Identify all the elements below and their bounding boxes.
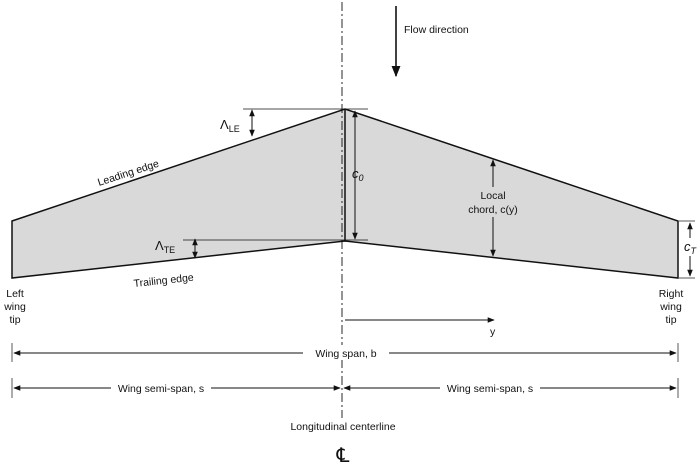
trailing-edge-label: Trailing edge	[133, 272, 194, 290]
left-semispan-label: Wing semi-span, s	[118, 383, 204, 395]
left-semispan-label-bg	[111, 380, 211, 395]
left-wing-tip-label-line2: wing	[3, 301, 26, 313]
left-wing-tip-label-line1: Left	[6, 288, 24, 300]
centerline-symbol: ℄	[336, 445, 350, 467]
right-wing-tip-label-line1: Right	[659, 288, 684, 300]
centerline-label-bg	[284, 419, 402, 433]
left-wing-tip-label-line3: tip	[9, 314, 20, 326]
wing-span-label: Wing span, b	[315, 348, 376, 360]
lambda-te-label: ΛTE	[155, 238, 175, 255]
tip-chord-label: cT	[684, 239, 698, 256]
right-wing-tip-label-line2: wing	[659, 301, 682, 313]
tip-chord-label-bg	[683, 238, 698, 256]
local-chord-label-line1: Local	[480, 190, 505, 202]
centerline-label: Longitudinal centerline	[290, 421, 395, 433]
right-wing-tip-label-line3: tip	[665, 314, 676, 326]
right-semispan-label-bg	[440, 380, 540, 395]
right-semispan-label: Wing semi-span, s	[447, 383, 533, 395]
wing-span-label-bg	[303, 345, 389, 360]
local-chord-label-bg	[462, 187, 524, 217]
lambda-le-label: ΛLE	[220, 117, 240, 134]
local-chord-label-line2: chord, c(y)	[468, 204, 518, 216]
y-axis-label: y	[490, 326, 496, 338]
root-chord-label: c0	[352, 166, 364, 183]
flow-direction-label: Flow direction	[404, 24, 469, 36]
